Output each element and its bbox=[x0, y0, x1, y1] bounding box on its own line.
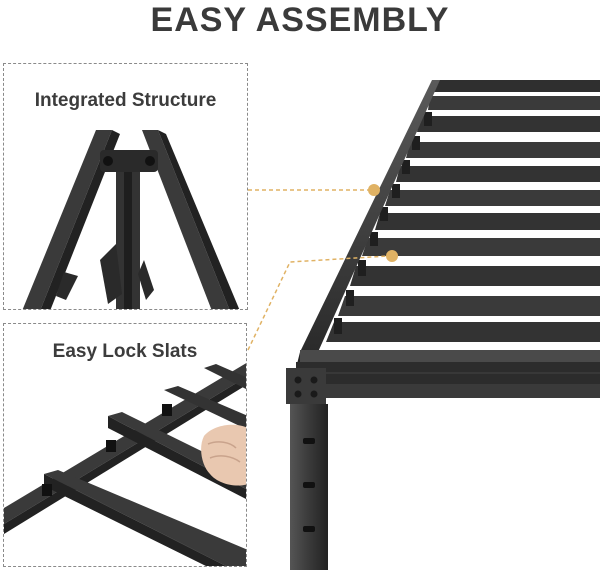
callout-integrated-structure bbox=[248, 184, 380, 196]
inset-integrated-structure: Integrated Structure bbox=[3, 63, 248, 310]
inset-easy-lock-slats: Easy Lock Slats bbox=[3, 323, 247, 567]
side-rail bbox=[300, 80, 440, 352]
slat-brackets bbox=[334, 112, 432, 334]
slat-lock-illustration bbox=[4, 363, 246, 566]
inset-label-integrated-structure: Integrated Structure bbox=[34, 90, 217, 111]
foot-rail bbox=[296, 350, 600, 398]
slats bbox=[326, 96, 600, 342]
far-rail bbox=[432, 80, 600, 92]
callout-easy-lock-slats bbox=[247, 250, 398, 351]
inset-label-easy-lock-slats: Easy Lock Slats bbox=[52, 341, 198, 362]
headline: EASY ASSEMBLY bbox=[150, 1, 450, 39]
corner-leg bbox=[286, 368, 328, 570]
folding-leg-illustration bbox=[22, 130, 240, 309]
